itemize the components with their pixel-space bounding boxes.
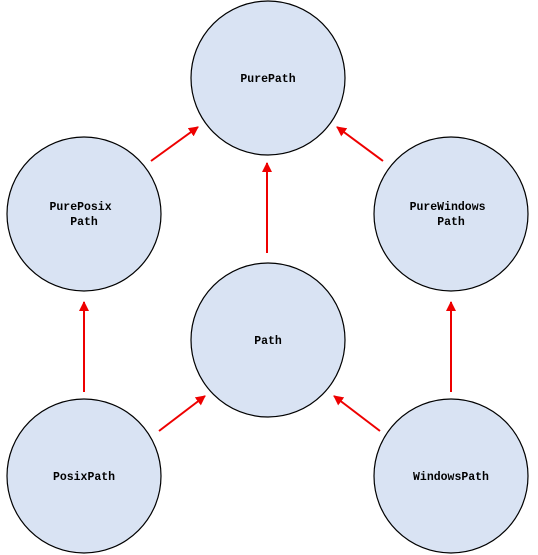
node-label-line: PureWindows	[410, 201, 486, 214]
edge-posixpath-to-path	[158, 395, 206, 432]
node-purewindowspath: PureWindows Path	[373, 136, 529, 292]
node-path-label: Path	[254, 335, 282, 348]
node-purewindowspath-label: PureWindows Path	[410, 201, 493, 229]
node-windowspath-circle	[373, 398, 529, 554]
node-purepath: PurePath	[190, 0, 346, 156]
node-posixpath-circle	[6, 398, 162, 554]
node-label-line: Path	[437, 216, 465, 229]
node-purewindowspath-circle	[373, 136, 529, 292]
nodes-layer: PurePath PurePosix Path PureWindows Path…	[6, 0, 529, 554]
node-path: Path	[190, 262, 346, 418]
node-pureposixpath: PurePosix Path	[6, 136, 162, 292]
edges-layer	[79, 126, 456, 432]
node-label-line: PurePosix	[49, 201, 111, 214]
node-purepath-label: PurePath	[240, 73, 295, 86]
node-label-line: PosixPath	[53, 471, 115, 484]
node-purepath-circle	[190, 0, 346, 156]
node-windowspath: WindowsPath	[373, 398, 529, 554]
node-label-line: PurePath	[240, 73, 295, 86]
edge-purewindowspath-to-purepath	[336, 126, 384, 162]
edge-pureposixpath-to-purepath	[150, 126, 199, 162]
node-label-line: Path	[254, 335, 282, 348]
node-posixpath-label: PosixPath	[53, 471, 115, 484]
node-posixpath: PosixPath	[6, 398, 162, 554]
node-label-line: Path	[70, 216, 98, 229]
edge-windowspath-to-path	[333, 395, 381, 432]
node-pureposixpath-label: PurePosix Path	[49, 201, 118, 229]
node-label-line: WindowsPath	[413, 471, 489, 484]
node-pureposixpath-circle	[6, 136, 162, 292]
node-path-circle	[190, 262, 346, 418]
node-windowspath-label: WindowsPath	[413, 471, 489, 484]
